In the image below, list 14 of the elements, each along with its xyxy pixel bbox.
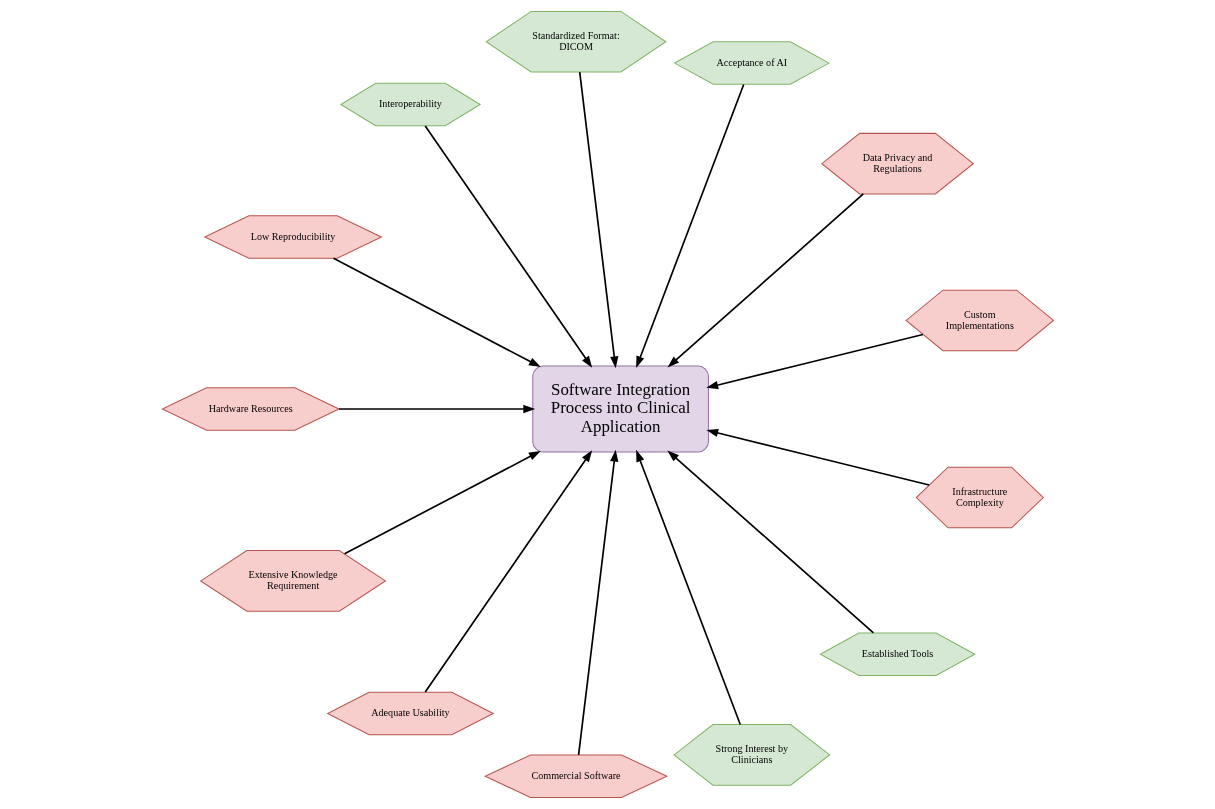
arrow <box>667 193 864 368</box>
arrow <box>705 428 930 486</box>
arrow <box>423 125 592 368</box>
node-box: Software Integration Process into Clinical Application <box>531 365 709 453</box>
arrow <box>343 450 541 555</box>
arrow <box>705 333 924 390</box>
arrow <box>578 71 618 369</box>
arrow <box>337 404 535 414</box>
arrow <box>666 450 874 634</box>
arrow <box>635 449 741 726</box>
arrow <box>577 449 618 756</box>
arrow <box>635 83 745 369</box>
arrow <box>332 257 541 368</box>
arrow <box>423 450 592 693</box>
